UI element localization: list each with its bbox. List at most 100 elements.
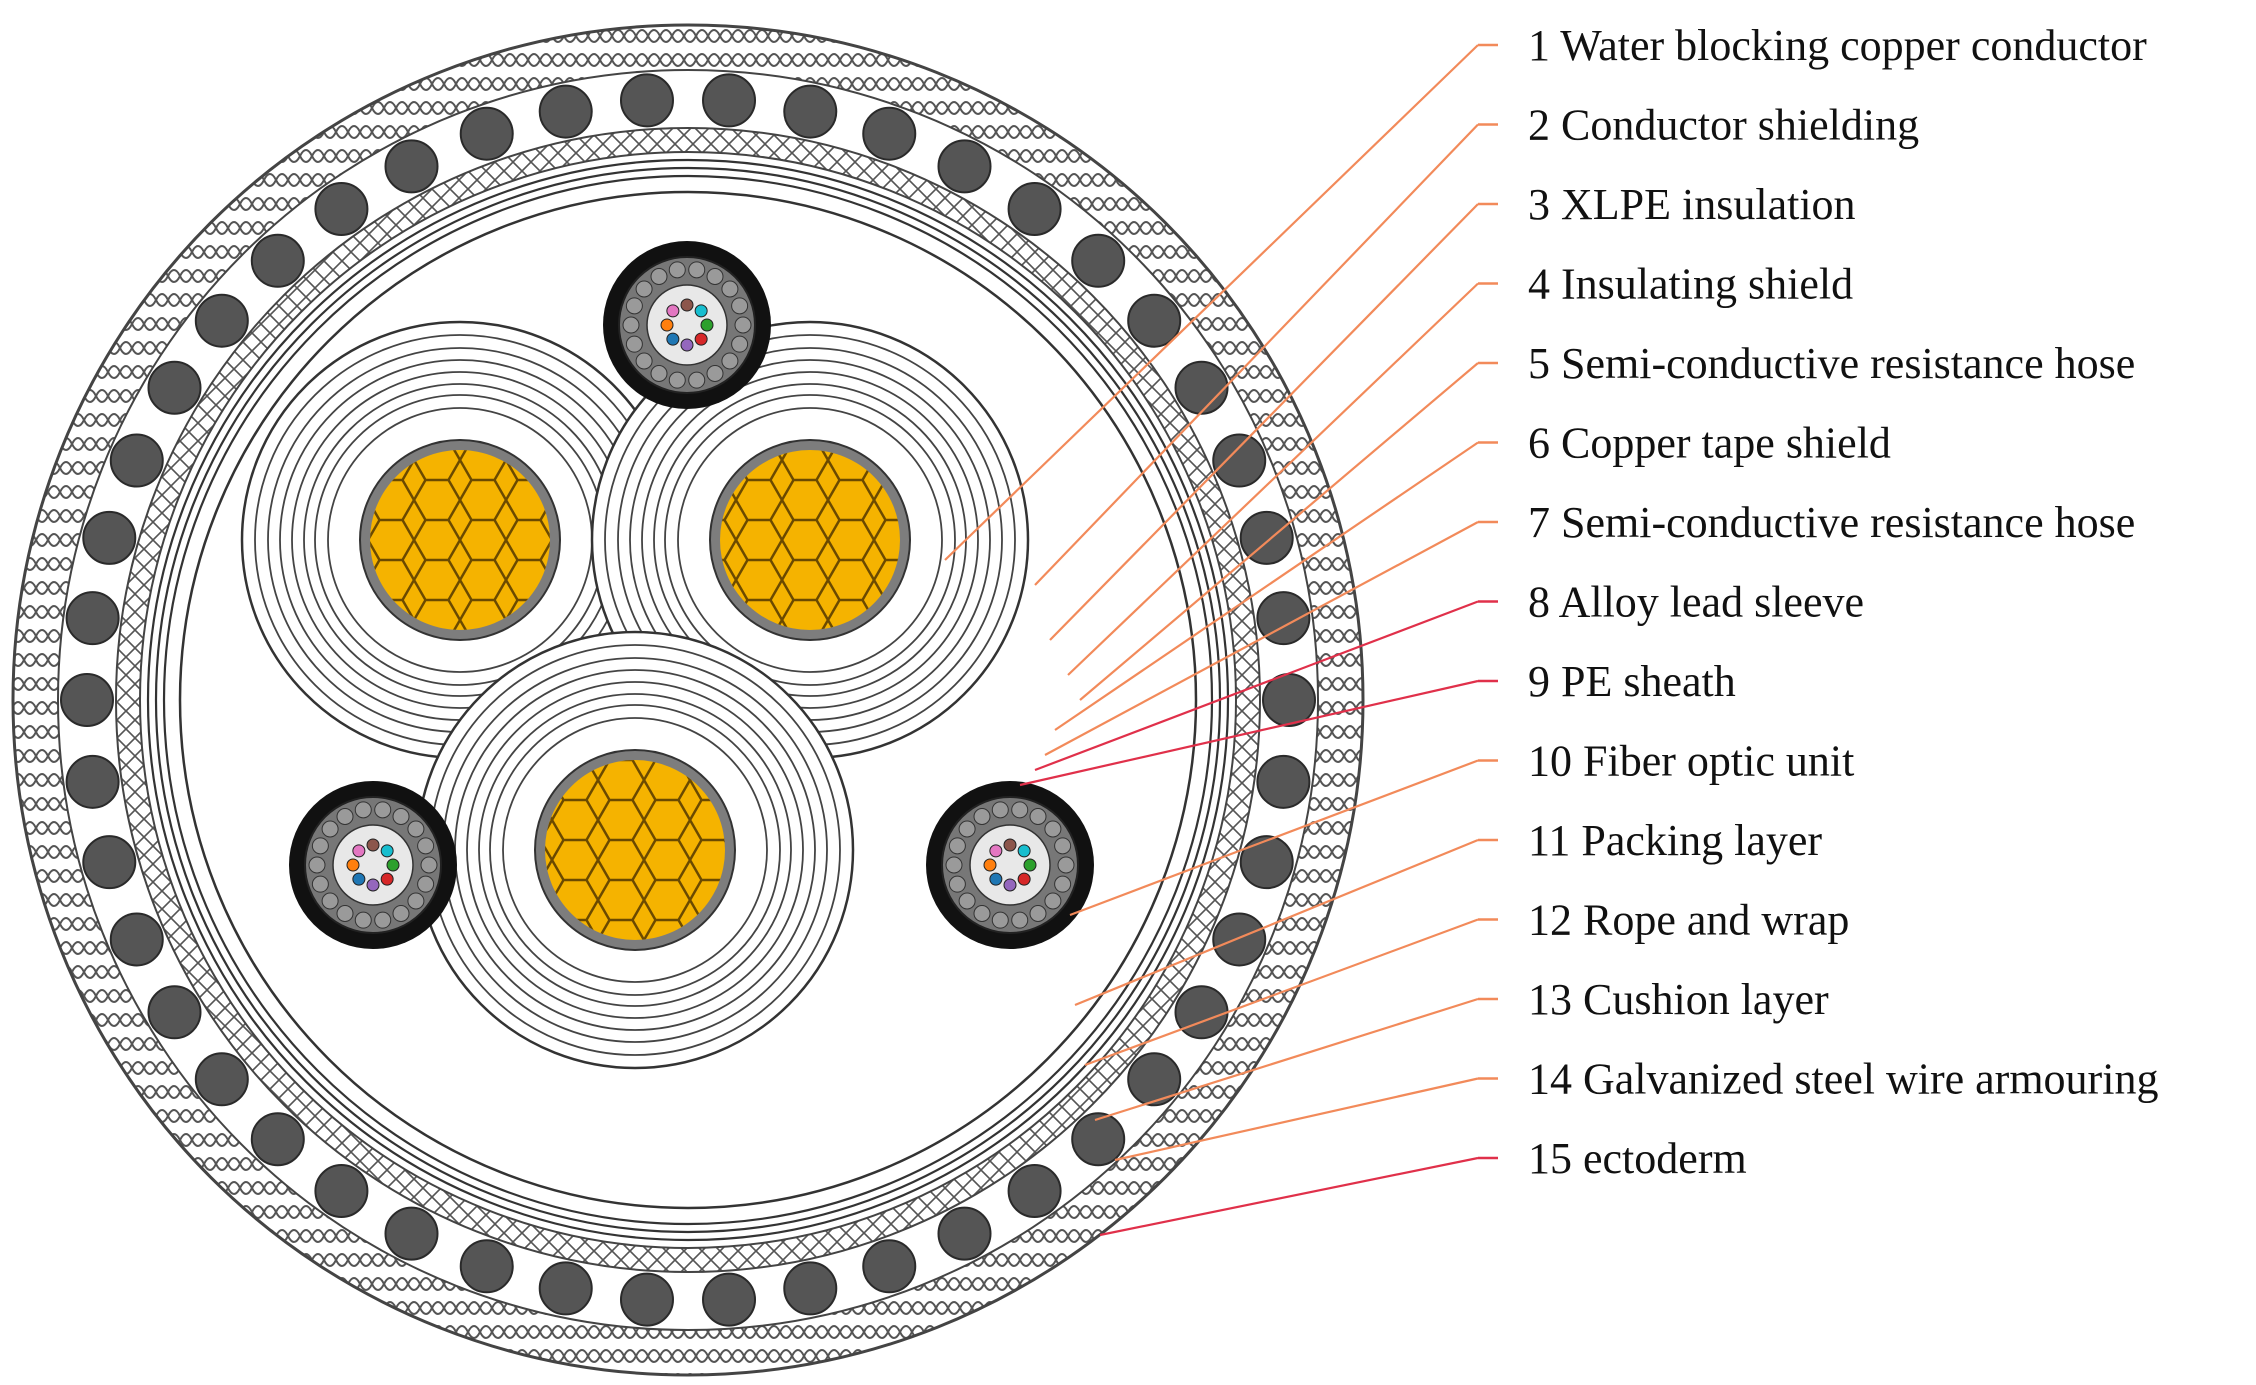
armour-wire xyxy=(1212,433,1267,488)
armour-wire xyxy=(538,1261,593,1316)
armour-wire xyxy=(314,1163,369,1218)
fiber-armour-wire xyxy=(731,335,749,353)
armour-wire xyxy=(250,233,305,288)
core-layer-ring xyxy=(466,681,804,1019)
fiber-armour-wire xyxy=(958,820,976,838)
legend-item: 9 PE sheath xyxy=(1528,657,1736,706)
armour-wire xyxy=(1256,754,1311,809)
core-layer-ring xyxy=(489,704,781,996)
fiber-armour-wire xyxy=(973,904,991,922)
fiber-armour-wire xyxy=(945,856,963,874)
optical-fiber xyxy=(666,304,680,318)
armour-wire xyxy=(384,1206,439,1261)
armour-wire xyxy=(862,106,917,161)
fiber-armour-wire xyxy=(1029,808,1047,826)
legend-item: 2 Conductor shielding xyxy=(1528,101,1919,150)
optical-fiber xyxy=(366,878,380,892)
fiber-armour-wire xyxy=(973,808,991,826)
core-layer-ring xyxy=(478,693,792,1007)
fiber-armour-wire xyxy=(635,352,653,370)
fiber-armour-wire xyxy=(734,316,752,334)
fiber-armour-wire xyxy=(336,808,354,826)
armour-wire xyxy=(109,912,164,967)
armour-wire xyxy=(1174,985,1229,1040)
conductor-strands xyxy=(720,450,900,630)
fiber-core-tube xyxy=(969,824,1051,906)
fiber-optic-unit xyxy=(926,781,1094,949)
fiber-armour-wire xyxy=(1054,875,1072,893)
fiber-armour-wire xyxy=(417,837,435,855)
leader-line xyxy=(1099,1156,1479,1237)
optical-fiber xyxy=(680,338,694,352)
armour-wire xyxy=(1256,591,1311,646)
fiber-armour-wire xyxy=(392,808,410,826)
fiber-armour-wire xyxy=(991,911,1009,929)
legend-item: 5 Semi-conductive resistance hose xyxy=(1528,339,2135,388)
optical-fiber xyxy=(1023,858,1037,872)
power-core xyxy=(590,320,1030,760)
conductor-strands xyxy=(545,760,725,940)
fiber-armour-wire xyxy=(311,837,329,855)
fiber-armour-wire xyxy=(417,875,435,893)
armour-wire xyxy=(1262,673,1316,727)
leader-line xyxy=(944,44,1479,561)
fiber-armour-wire xyxy=(650,364,668,382)
armour-wire xyxy=(82,510,137,565)
legend-item: 12 Rope and wrap xyxy=(1528,896,1849,945)
optical-fiber xyxy=(1017,844,1031,858)
leader-line xyxy=(1074,838,1479,1007)
legend-item: 14 Galvanized steel wire armouring xyxy=(1528,1055,2158,1104)
leader-line xyxy=(1034,123,1479,586)
optical-fiber xyxy=(694,332,708,346)
legend-item: 4 Insulating shield xyxy=(1528,260,1853,309)
leader-line xyxy=(1034,600,1479,772)
optical-fiber xyxy=(1017,872,1031,886)
armour-wire xyxy=(384,139,439,194)
armour-wire xyxy=(147,360,202,415)
fiber-armour-wire xyxy=(420,856,438,874)
armour-wire xyxy=(459,1239,514,1294)
armour-wire xyxy=(702,1272,757,1327)
fiber-armour-wire xyxy=(374,911,392,929)
optical-fiber xyxy=(1003,878,1017,892)
leader-line xyxy=(1114,1077,1479,1162)
leader-line xyxy=(1067,282,1479,676)
fiber-armour-wire xyxy=(407,892,425,910)
fiber-armour-wire xyxy=(354,911,372,929)
conductor-strands xyxy=(370,450,550,630)
leader-line xyxy=(1049,203,1479,641)
armour-wire xyxy=(619,1272,674,1327)
armour-wire xyxy=(862,1239,917,1294)
fiber-armour-wire xyxy=(948,875,966,893)
legend-item: 7 Semi-conductive resistance hose xyxy=(1528,498,2135,547)
fiber-optic-unit xyxy=(603,241,771,409)
optical-fiber xyxy=(380,844,394,858)
core-layer-ring xyxy=(641,371,979,709)
fiber-armour-wire xyxy=(958,892,976,910)
power-cores xyxy=(240,320,1030,1070)
optical-fiber xyxy=(366,838,380,852)
armour-wire xyxy=(1071,233,1126,288)
armour-wire xyxy=(65,754,120,809)
leader-line xyxy=(1069,759,1479,917)
fiber-armour-wire xyxy=(354,801,372,819)
fiber-armour-wire xyxy=(688,261,706,279)
legend-item: 13 Cushion layer xyxy=(1528,975,1829,1024)
armour-wire xyxy=(783,1261,838,1316)
armour-wire xyxy=(147,985,202,1040)
fiber-armour-wire xyxy=(622,316,640,334)
fiber-armour-wire xyxy=(991,801,1009,819)
fiber-optic-unit xyxy=(289,781,457,949)
fiber-armour-wire xyxy=(1029,904,1047,922)
fiber-armour-wire xyxy=(625,297,643,315)
optical-fiber xyxy=(989,872,1003,886)
core-layer-ring xyxy=(502,717,768,983)
optical-fiber xyxy=(666,332,680,346)
armour-wire xyxy=(538,84,593,139)
optical-fiber xyxy=(352,872,366,886)
fiber-armour-wire xyxy=(374,801,392,819)
legend-item: 1 Water blocking copper conductor xyxy=(1528,21,2147,70)
armour-wire xyxy=(937,139,992,194)
optical-fiber xyxy=(1003,838,1017,852)
